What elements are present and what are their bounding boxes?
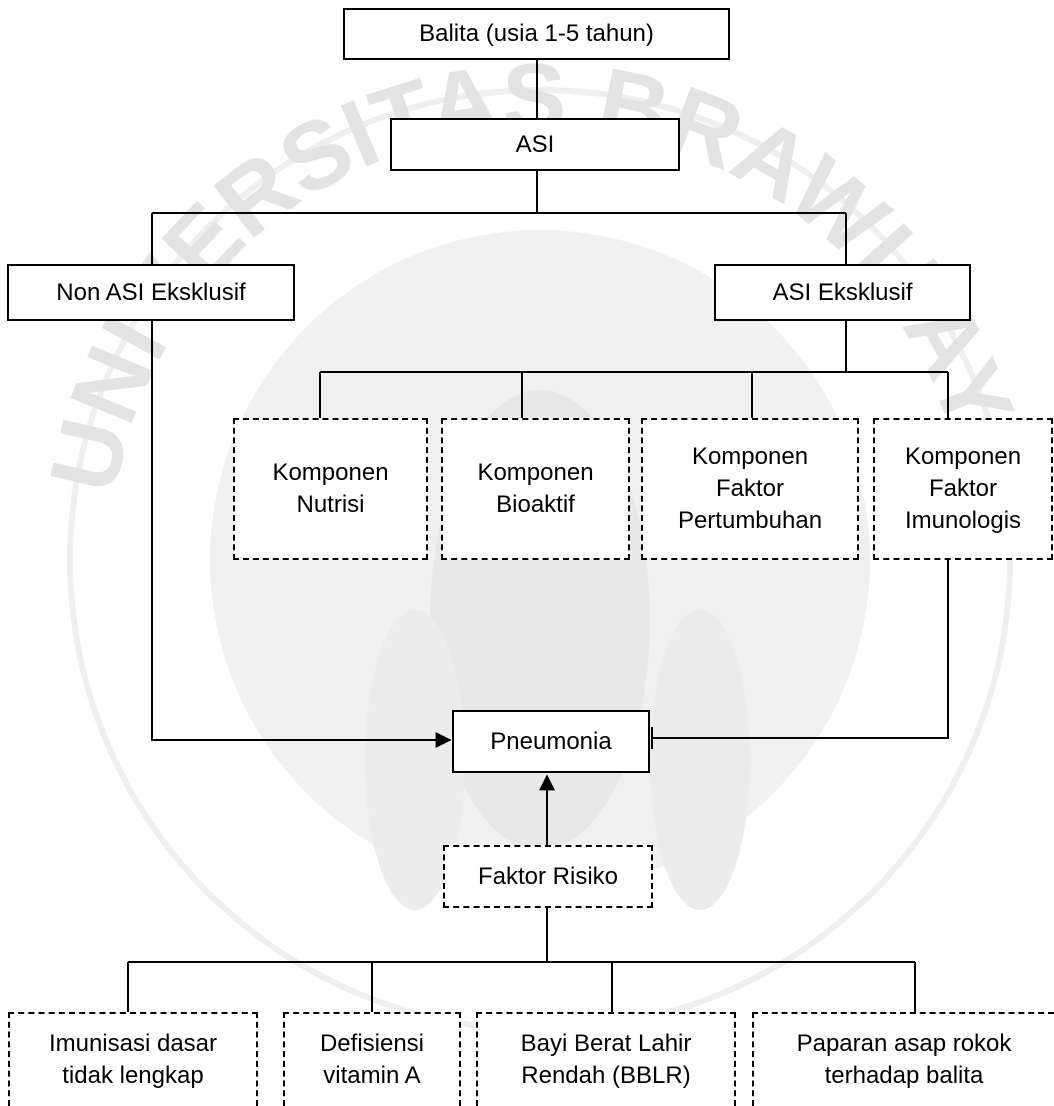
edge-non-asi-to-pneumonia <box>151 320 452 748</box>
node-paparan: Paparan asap rokok terhadap balita <box>752 1012 1054 1106</box>
node-asi-label: ASI <box>515 130 555 158</box>
edge-imunologis-to-pneumonia <box>652 560 949 739</box>
node-non-asi-eksklusif-label: Non ASI Eksklusif <box>56 278 246 306</box>
node-defisiensi: Defisiensi vitamin A <box>283 1012 461 1106</box>
node-komponen-faktor-pertumbuhan: Komponen Faktor Pertumbuhan <box>641 418 859 560</box>
node-komponen-faktor-imunologis-label: Komponen Faktor Imunologis <box>904 443 1022 534</box>
node-pneumonia: Pneumonia <box>452 710 650 773</box>
node-defisiensi-label: Defisiensi vitamin A <box>319 1030 425 1089</box>
node-non-asi-eksklusif: Non ASI Eksklusif <box>7 264 295 321</box>
node-bblr: Bayi Berat Lahir Rendah (BBLR) <box>476 1012 736 1106</box>
node-paparan-label: Paparan asap rokok terhadap balita <box>796 1030 1012 1089</box>
node-komponen-faktor-pertumbuhan-label: Komponen Faktor Pertumbuhan <box>677 443 823 534</box>
node-bblr-label: Bayi Berat Lahir Rendah (BBLR) <box>520 1030 692 1089</box>
node-komponen-faktor-imunologis: Komponen Faktor Imunologis <box>873 418 1053 560</box>
node-asi-eksklusif-label: ASI Eksklusif <box>772 278 913 306</box>
node-faktor-risiko: Faktor Risiko <box>443 845 653 908</box>
node-komponen-bioaktif-label: Komponen Bioaktif <box>477 459 594 518</box>
node-komponen-nutrisi: Komponen Nutrisi <box>233 418 428 560</box>
node-komponen-nutrisi-label: Komponen Nutrisi <box>272 459 389 518</box>
node-faktor-risiko-label: Faktor Risiko <box>477 862 619 890</box>
node-pneumonia-label: Pneumonia <box>490 727 612 755</box>
node-asi-eksklusif: ASI Eksklusif <box>714 264 971 321</box>
node-balita-label: Balita (usia 1-5 tahun) <box>419 20 654 47</box>
node-imunisasi: Imunisasi dasar tidak lengkap <box>8 1012 258 1106</box>
node-balita: Balita (usia 1-5 tahun) <box>343 8 730 60</box>
node-asi: ASI <box>390 118 680 171</box>
node-imunisasi-label: Imunisasi dasar tidak lengkap <box>48 1030 218 1089</box>
node-komponen-bioaktif: Komponen Bioaktif <box>441 418 630 560</box>
